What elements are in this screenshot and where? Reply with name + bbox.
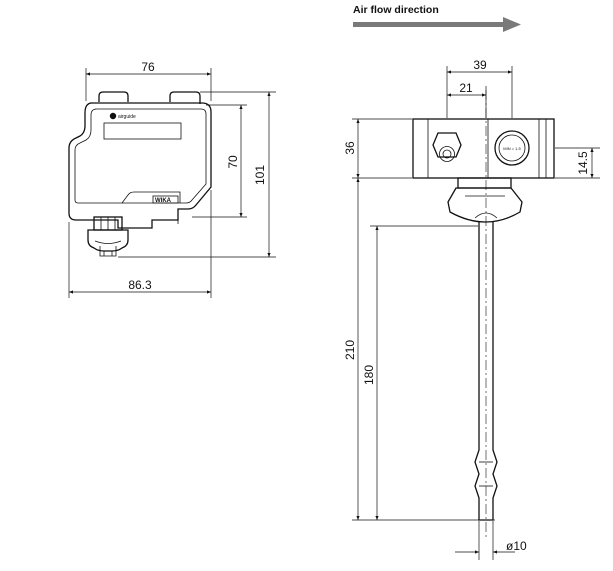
- dim-101: 101: [253, 165, 267, 185]
- cable-gland-tip: [99, 246, 117, 257]
- airflow-arrow-icon: [503, 17, 521, 32]
- wika-badge: [152, 195, 179, 204]
- side-collar: [457, 177, 512, 189]
- dim-36: 36: [343, 141, 357, 155]
- airflow-indicator: Air flow direction: [353, 4, 521, 32]
- wika-label: WIKA: [155, 198, 172, 204]
- dim-180: 180: [362, 365, 376, 385]
- side-gland-circle: [494, 130, 530, 166]
- pressure-fitting-inner: [442, 149, 452, 159]
- airguide-logo-icon: [109, 112, 117, 120]
- dim-21: 21: [459, 81, 473, 95]
- pressure-fitting-hex: [432, 132, 462, 158]
- front-top-tab-left: [98, 91, 129, 102]
- dim-76: 76: [141, 60, 155, 74]
- wika-badge-frame: [121, 191, 181, 204]
- front-top-tab-right: [169, 91, 201, 104]
- side-view: MIN = 1.5 39 21 36 14.5 2: [343, 58, 600, 560]
- dim-210: 210: [343, 340, 357, 360]
- dim-39: 39: [473, 58, 487, 72]
- airguide-logo-text: airguide: [118, 114, 136, 120]
- display-window: [103, 122, 182, 140]
- dim-14-5: 14.5: [576, 151, 590, 175]
- mounting-flange: [447, 187, 523, 223]
- dim-86-3: 86.3: [128, 278, 152, 292]
- dim-diameter-10: ø10: [506, 539, 527, 553]
- airflow-label: Air flow direction: [353, 4, 439, 16]
- dim-70: 70: [226, 155, 240, 169]
- side-gland-label: MIN = 1.5: [503, 146, 521, 151]
- cable-gland-body: [87, 229, 129, 252]
- pressure-fitting-outer: [439, 146, 455, 162]
- airflow-arrow-shaft: [353, 22, 503, 27]
- front-view: airguide WIKA 76 70 101: [68, 60, 276, 298]
- front-housing-outline: [68, 102, 212, 229]
- front-housing-inner: [74, 108, 207, 204]
